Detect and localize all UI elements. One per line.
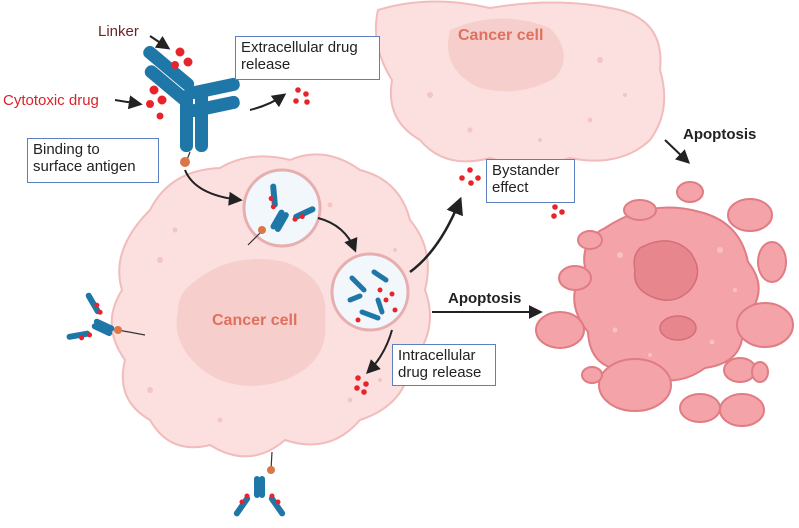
arrow-endosome (317, 217, 358, 253)
label-cancer-cell-main: Cancer cell (212, 312, 298, 329)
arrow-linker (149, 35, 171, 50)
arrow-bystander (409, 196, 463, 274)
arrow-binding (184, 169, 243, 206)
endosome-late (330, 252, 410, 332)
adc-bottom (232, 476, 287, 518)
arrow-apoptosis-top (664, 139, 691, 164)
label-extracellular-release: Extracellular drug release (235, 36, 380, 80)
apoptotic-nucleus (633, 240, 699, 341)
free-drug-bystander-2 (551, 204, 565, 219)
arrow-extracellular (249, 93, 287, 111)
arrow-cytotoxic (114, 95, 143, 110)
free-drug-intracellular (354, 375, 369, 395)
label-linker: Linker (98, 23, 139, 40)
label-cytotoxic-drug: Cytotoxic drug (3, 92, 99, 109)
arrow-release (366, 329, 393, 374)
free-drug-extracellular (293, 87, 310, 105)
adc-main (143, 45, 240, 167)
free-drug-bystander (459, 167, 481, 186)
top-cell-nucleus (448, 18, 564, 92)
label-apoptosis-mid: Apoptosis (448, 290, 522, 307)
label-apoptosis-top: Apoptosis (683, 126, 757, 143)
apoptotic-cell (535, 181, 794, 427)
label-binding-surface-antigen: Binding to surface antigen (27, 138, 159, 183)
label-intracellular-release: Intracellular drug release (392, 344, 496, 386)
label-bystander-effect: Bystander effect (486, 159, 575, 203)
main-cell-nucleus (176, 258, 326, 386)
label-cancer-cell-top: Cancer cell (458, 27, 544, 44)
